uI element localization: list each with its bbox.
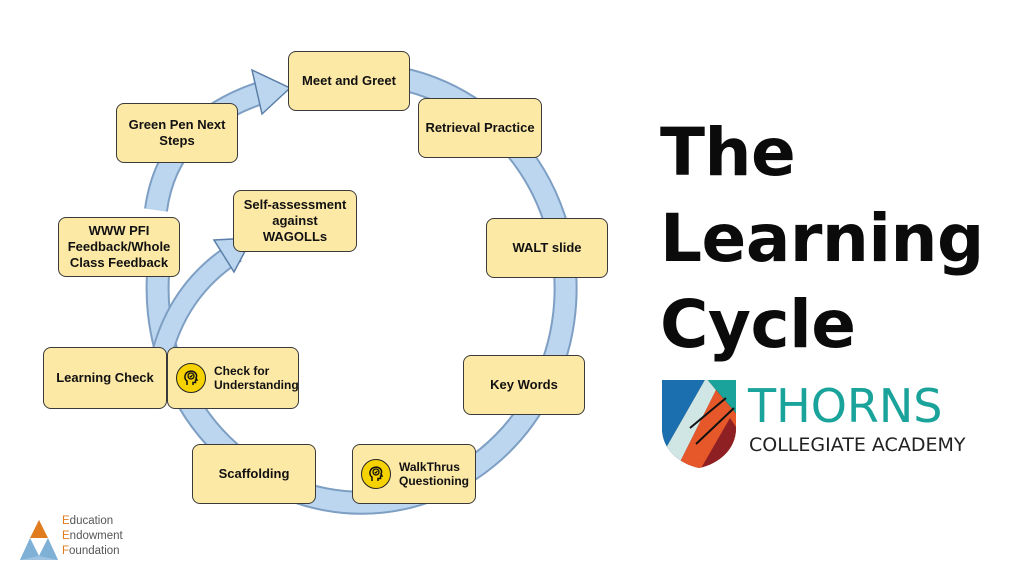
- step-walkthrus-label: WalkThrus Questioning: [399, 460, 469, 488]
- eef-initial-1: E: [62, 515, 70, 527]
- eef-word-3: oundation: [69, 545, 120, 557]
- step-retrieval-practice: Retrieval Practice: [418, 98, 542, 158]
- shield-crest-icon: [662, 380, 736, 468]
- eef-word-1: ducation: [69, 515, 114, 527]
- title-line-3: Cycle: [660, 286, 856, 363]
- school-name: THORNS: [748, 379, 943, 433]
- eef-word-2: ndowment: [69, 530, 123, 542]
- step-www-pfi-feedback: WWW PFI Feedback/Whole Class Feedback: [58, 217, 180, 277]
- step-learning-check: Learning Check: [43, 347, 167, 409]
- head-question-icon: [176, 363, 206, 393]
- step-walkthrus-questioning: WalkThrus Questioning: [352, 444, 476, 504]
- arrowhead-meet-greet: [250, 68, 292, 116]
- page-title: The Learning Cycle: [660, 110, 1000, 368]
- step-green-pen: Green Pen Next Steps: [116, 103, 238, 163]
- step-self-assessment: Self-assessment against WAGOLLs: [233, 190, 357, 252]
- head-question-icon: [361, 459, 391, 489]
- step-scaffolding: Scaffolding: [192, 444, 316, 504]
- step-check-understanding: Check for Understanding: [167, 347, 299, 409]
- triangle-logo-icon: [20, 520, 58, 560]
- step-walt-slide: WALT slide: [486, 218, 608, 278]
- step-meet-greet: Meet and Greet: [288, 51, 410, 111]
- title-line-1: The: [660, 114, 796, 191]
- eef-initial-2: E: [62, 530, 70, 542]
- eef-initial-3: F: [62, 545, 70, 557]
- step-check-understanding-label: Check for Understanding: [214, 364, 299, 392]
- eef-name: Education Endowment Foundation: [62, 514, 123, 559]
- school-subtitle: COLLEGIATE ACADEMY: [749, 434, 966, 456]
- step-key-words: Key Words: [463, 355, 585, 415]
- title-line-2: Learning: [660, 200, 984, 277]
